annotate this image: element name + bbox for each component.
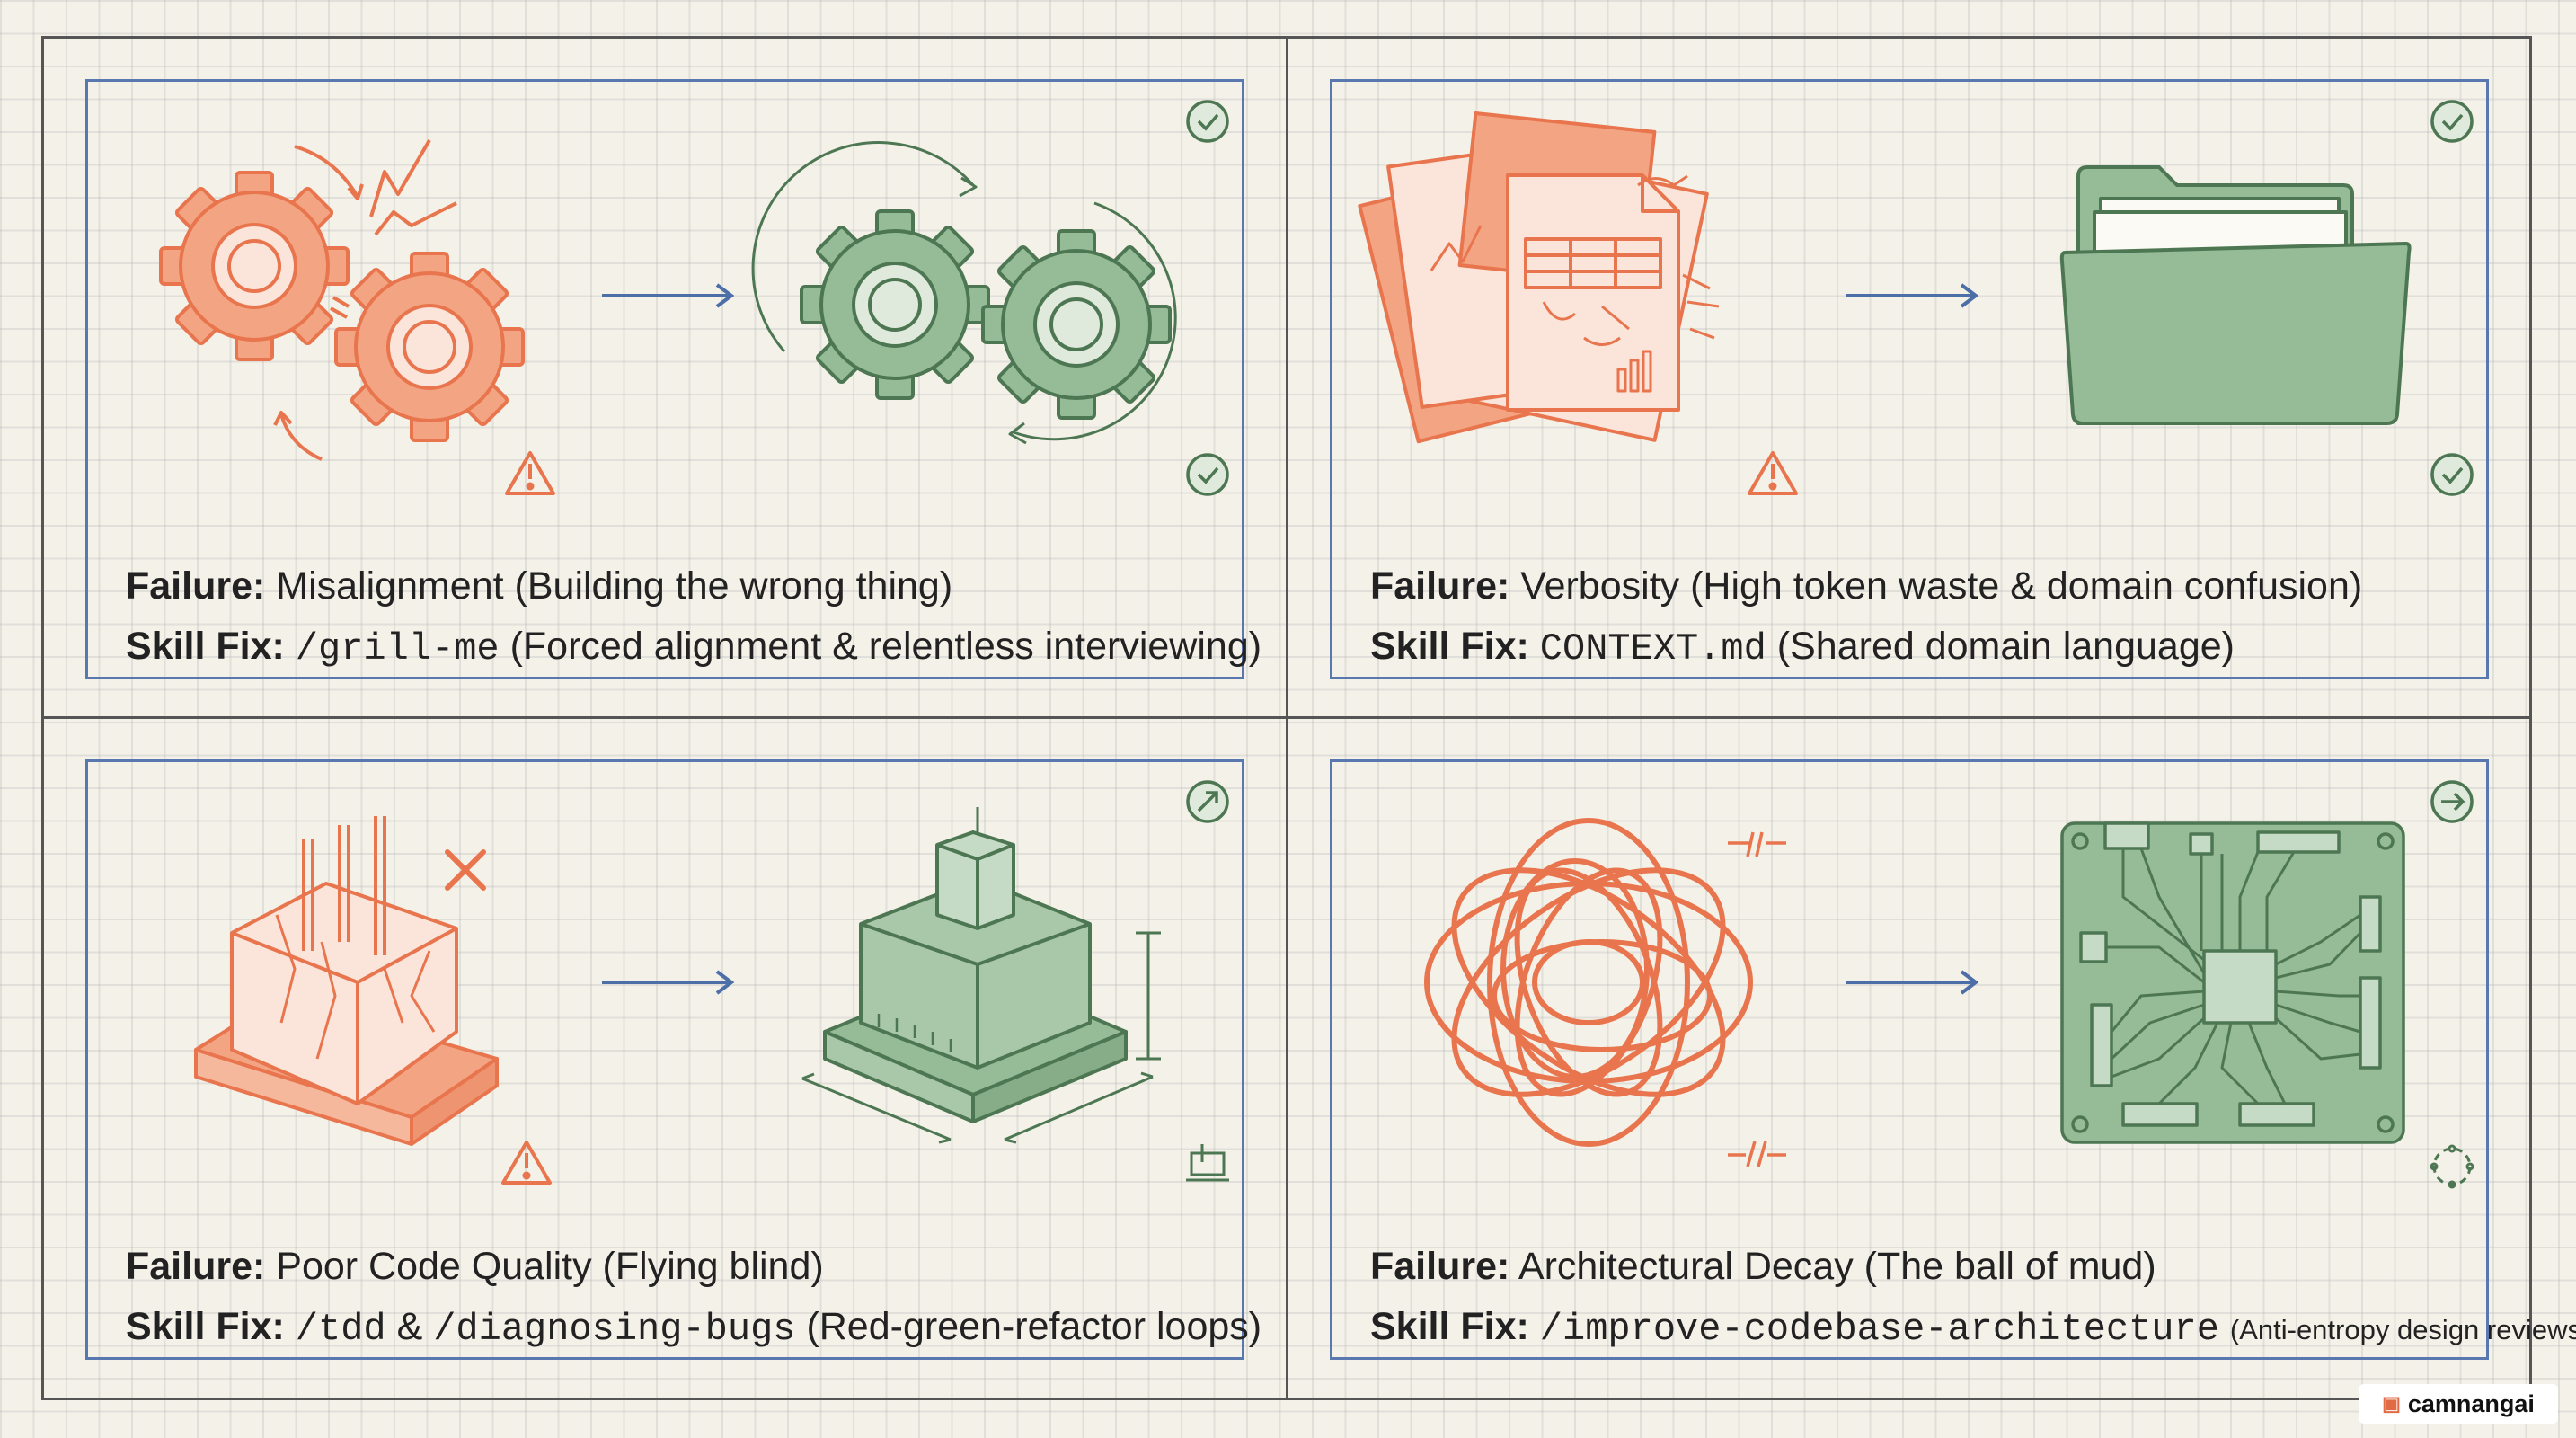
- failure-line: Failure: Architectural Decay (The ball o…: [1370, 1237, 2475, 1297]
- gears-synced-icon: [751, 141, 1177, 445]
- fix-line: Skill Fix: /grill-me (Forced alignment &…: [126, 617, 1261, 679]
- horizontal-divider: [41, 716, 2532, 719]
- failure-text: Misalignment (Building the wrong thing): [276, 564, 953, 608]
- panel-misalignment: Failure: Misalignment (Building the wron…: [85, 79, 1261, 679]
- fix-command: /grill-me: [295, 627, 500, 670]
- crumbling-foundation-icon: [194, 816, 499, 1146]
- book-icon: ▣: [2382, 1392, 2401, 1415]
- panel-illustration: [194, 780, 1229, 1185]
- check-circle-icon: [1186, 453, 1229, 496]
- messy-documents-icon: [1358, 111, 1720, 444]
- check-circle-icon: [2430, 100, 2474, 143]
- arrow-icon: [602, 283, 735, 308]
- failure-line: Failure: Poor Code Quality (Flying blind…: [126, 1237, 1231, 1297]
- failure-label: Failure:: [1370, 564, 1510, 608]
- fix-command: /improve-codebase-architecture: [1539, 1308, 2219, 1351]
- warning-triangle-icon: [505, 451, 555, 495]
- panel-illustration: [159, 100, 1229, 496]
- panel-caption: Failure: Misalignment (Building the wron…: [126, 556, 1261, 679]
- circuit-board-icon: [2060, 821, 2405, 1144]
- arrow-icon: [1846, 283, 1979, 308]
- tangled-yarn-icon: [1424, 818, 1753, 1147]
- failure-line: Failure: Verbosity (High token waste & d…: [1370, 556, 2475, 617]
- panel-code-quality: Failure: Poor Code Quality (Flying blind…: [85, 759, 1261, 1360]
- fix-command: /tdd: [295, 1308, 386, 1351]
- watermark-text: camnangai: [2407, 1389, 2535, 1417]
- fix-label: Skill Fix:: [1370, 625, 1529, 668]
- warning-triangle-icon: [1748, 451, 1798, 495]
- fix-text: (Red-green-refactor loops): [806, 1305, 1262, 1348]
- panel-illustration: [1424, 780, 2474, 1189]
- panel-architectural-decay: Failure: Architectural Decay (The ball o…: [1330, 759, 2576, 1360]
- fix-label: Skill Fix:: [1370, 1305, 1529, 1348]
- failure-line: Failure: Misalignment (Building the wron…: [126, 556, 1231, 617]
- watermark-badge[interactable]: ▣ camnangai: [2359, 1384, 2558, 1424]
- fix-line: Skill Fix: CONTEXT.md (Shared domain lan…: [1370, 617, 2475, 679]
- fix-label: Skill Fix:: [126, 1305, 285, 1348]
- failure-text: Architectural Decay (The ball of mud): [1518, 1245, 2156, 1288]
- failure-text: Poor Code Quality (Flying blind): [276, 1245, 824, 1288]
- failure-label: Failure:: [126, 1245, 266, 1288]
- check-circle-icon: [1186, 100, 1229, 143]
- close-x-icon: [445, 849, 486, 891]
- arrow-circle-icon: [2430, 780, 2474, 823]
- solid-foundation-icon: [801, 807, 1161, 1144]
- arrow-icon: [602, 970, 735, 995]
- fix-line: Skill Fix: /tdd & /diagnosing-bugs (Red-…: [126, 1297, 1261, 1360]
- fix-label: Skill Fix:: [126, 625, 285, 668]
- folder-icon: [2059, 165, 2412, 425]
- target-dashed-icon: [2430, 1144, 2474, 1189]
- gears-grinding-icon: [159, 138, 525, 461]
- panel-illustration: [1358, 100, 2474, 496]
- broken-link-icon: [1728, 831, 1786, 1167]
- arrow-icon: [1846, 970, 1979, 995]
- fix-text: (Shared domain language): [1776, 625, 2235, 668]
- warning-triangle-icon: [501, 1141, 552, 1185]
- panel-caption: Failure: Verbosity (High token waste & d…: [1370, 556, 2475, 679]
- fix-amp: &: [396, 1305, 423, 1348]
- blueprint-stand-icon: [1186, 1144, 1229, 1182]
- fix-text: (Anti-entropy design reviews): [2229, 1314, 2576, 1345]
- fix-text: (Forced alignment & relentless interview…: [509, 625, 1262, 668]
- fix-command: CONTEXT.md: [1539, 627, 1766, 670]
- failure-label: Failure:: [126, 564, 266, 608]
- failure-text: Verbosity (High token waste & domain con…: [1520, 564, 2363, 608]
- check-circle-icon: [2430, 453, 2474, 496]
- panel-caption: Failure: Architectural Decay (The ball o…: [1370, 1237, 2576, 1360]
- panel-caption: Failure: Poor Code Quality (Flying blind…: [126, 1237, 1261, 1360]
- fix-command-2: /diagnosing-bugs: [433, 1308, 796, 1351]
- panel-verbosity: Failure: Verbosity (High token waste & d…: [1330, 79, 2489, 679]
- expand-circle-icon: [1186, 780, 1229, 823]
- failure-label: Failure:: [1370, 1245, 1510, 1288]
- fix-line: Skill Fix: /improve-codebase-architectur…: [1370, 1297, 2576, 1360]
